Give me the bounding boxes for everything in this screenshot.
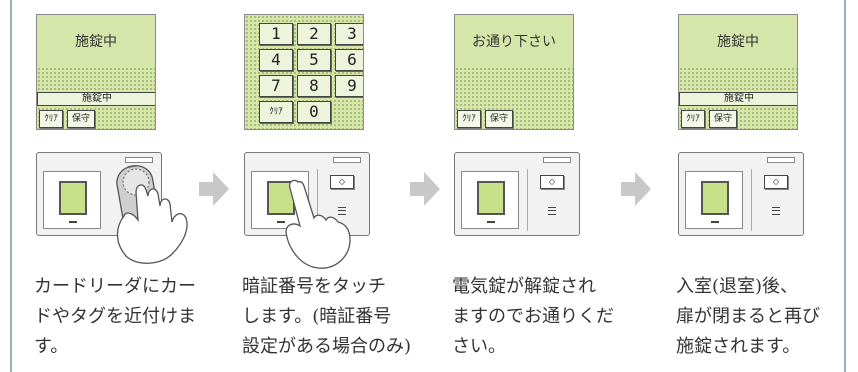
diagram-frame: 施錠中 施錠中 ｸﾘｱ 保守 xyxy=(10,0,846,372)
door-lock-device: ◇ xyxy=(454,152,580,236)
caption-line: す。 xyxy=(34,336,69,357)
panel-screen: 施錠中 施錠中 ｸﾘｱ 保守 xyxy=(678,14,798,130)
device-panel-window xyxy=(685,171,743,229)
key-icon[interactable]: ◇ xyxy=(330,175,354,189)
device-indicator-strip xyxy=(333,157,361,163)
device-panel-window xyxy=(461,171,519,229)
device-right-panel: ◇ xyxy=(527,169,576,231)
caption-line: します。(暗証番号 xyxy=(242,306,392,327)
door-lock-device: ◇ xyxy=(678,152,804,236)
clear-button[interactable]: ｸﾘｱ xyxy=(39,110,63,128)
device-lcd xyxy=(59,181,87,215)
maintenance-button[interactable]: 保守 xyxy=(485,110,513,128)
caption-line: 施錠されます。 xyxy=(676,336,801,357)
key-icon[interactable]: ◇ xyxy=(540,175,564,189)
device-right-panel: ◇ xyxy=(317,169,366,231)
step-unlocked: お通り下さい ｸﾘｱ 保守 ◇ xyxy=(444,0,644,372)
screen-status-text: 施錠中 xyxy=(75,34,117,50)
hand-with-card-icon xyxy=(116,165,188,264)
device-lcd-mark xyxy=(711,221,719,223)
right-arrow-icon xyxy=(410,172,440,206)
speaker-icon xyxy=(338,207,346,215)
right-arrow-icon xyxy=(199,172,229,206)
clear-button[interactable]: ｸﾘｱ xyxy=(681,110,705,128)
caption-line: 入室(退室)後、 xyxy=(676,276,799,297)
caption-line: カードリーダにカー xyxy=(34,276,196,297)
caption-line: 扉が閉まると再び xyxy=(676,306,820,327)
device-lcd-mark xyxy=(69,221,77,223)
key-3[interactable]: 3 xyxy=(335,23,363,45)
maintenance-button[interactable]: 保守 xyxy=(709,110,737,128)
device-indicator-strip xyxy=(543,157,571,163)
panel-screen: 施錠中 施錠中 ｸﾘｱ 保守 xyxy=(36,14,156,130)
step-relocked: 施錠中 施錠中 ｸﾘｱ 保守 ◇ xyxy=(668,0,858,372)
number-keypad: 1 2 3 4 5 6 7 8 9 ｸﾘｱ 0 xyxy=(259,23,363,127)
device-indicator-strip xyxy=(767,157,795,163)
caption-line: 設定がある場合のみ) xyxy=(242,336,412,357)
screen-status-text: お通り下さい xyxy=(472,34,556,50)
clear-button[interactable]: ｸﾘｱ xyxy=(457,110,481,128)
panel-screen: お通り下さい ｸﾘｱ 保守 xyxy=(454,14,574,130)
caption-line: さい。 xyxy=(452,336,506,357)
caption-line: ドやタグを近付けま xyxy=(34,306,196,327)
caption-step-4: 入室(退室)後、 扉が閉まると再び 施錠されます。 xyxy=(676,272,858,362)
device-indicator-strip xyxy=(125,157,153,163)
keypad-screen: 1 2 3 4 5 6 7 8 9 ｸﾘｱ 0 xyxy=(244,14,364,130)
caption-step-3: 電気錠が解錠され ますのでお通りくだ さい。 xyxy=(452,272,652,362)
key-8[interactable]: 8 xyxy=(297,75,331,97)
maintenance-button[interactable]: 保守 xyxy=(67,110,95,128)
caption-line: 暗証番号をタッチ xyxy=(242,276,386,297)
key-1[interactable]: 1 xyxy=(259,23,293,45)
device-lcd[interactable] xyxy=(267,181,295,215)
device-lcd-mark xyxy=(487,221,495,223)
key-2[interactable]: 2 xyxy=(297,23,331,45)
caption-step-2: 暗証番号をタッチ します。(暗証番号 設定がある場合のみ) xyxy=(242,272,442,362)
screen-status-bar: 施錠中 xyxy=(679,92,797,106)
caption-step-1: カードリーダにカー ドやタグを近付けま す。 xyxy=(34,272,234,362)
key-icon[interactable]: ◇ xyxy=(764,175,788,189)
step-pin-entry: 1 2 3 4 5 6 7 8 9 ｸﾘｱ 0 ◇ xyxy=(234,0,434,372)
device-lcd xyxy=(701,181,729,215)
step-card-touch: 施錠中 施錠中 ｸﾘｱ 保守 xyxy=(26,0,226,372)
device-lcd-mark xyxy=(277,221,285,223)
speaker-icon xyxy=(548,207,556,215)
screen-status-bar: 施錠中 xyxy=(37,92,155,106)
caption-line: 電気錠が解錠され xyxy=(452,276,596,297)
caption-line: ますのでお通りくだ xyxy=(452,306,614,327)
key-5[interactable]: 5 xyxy=(297,49,331,71)
device-panel-window xyxy=(43,171,101,229)
key-4[interactable]: 4 xyxy=(259,49,293,71)
key-9[interactable]: 9 xyxy=(335,75,363,97)
screen-status-text: 施錠中 xyxy=(717,34,759,50)
key-0[interactable]: 0 xyxy=(297,101,331,123)
pointing-hand-icon xyxy=(285,179,351,269)
speaker-icon xyxy=(772,207,780,215)
key-7[interactable]: 7 xyxy=(259,75,293,97)
device-lcd xyxy=(477,181,505,215)
right-arrow-icon xyxy=(621,172,651,206)
key-clear[interactable]: ｸﾘｱ xyxy=(259,101,293,123)
screen-dot-pattern xyxy=(455,67,573,129)
device-right-panel: ◇ xyxy=(751,169,800,231)
key-6[interactable]: 6 xyxy=(335,49,363,71)
